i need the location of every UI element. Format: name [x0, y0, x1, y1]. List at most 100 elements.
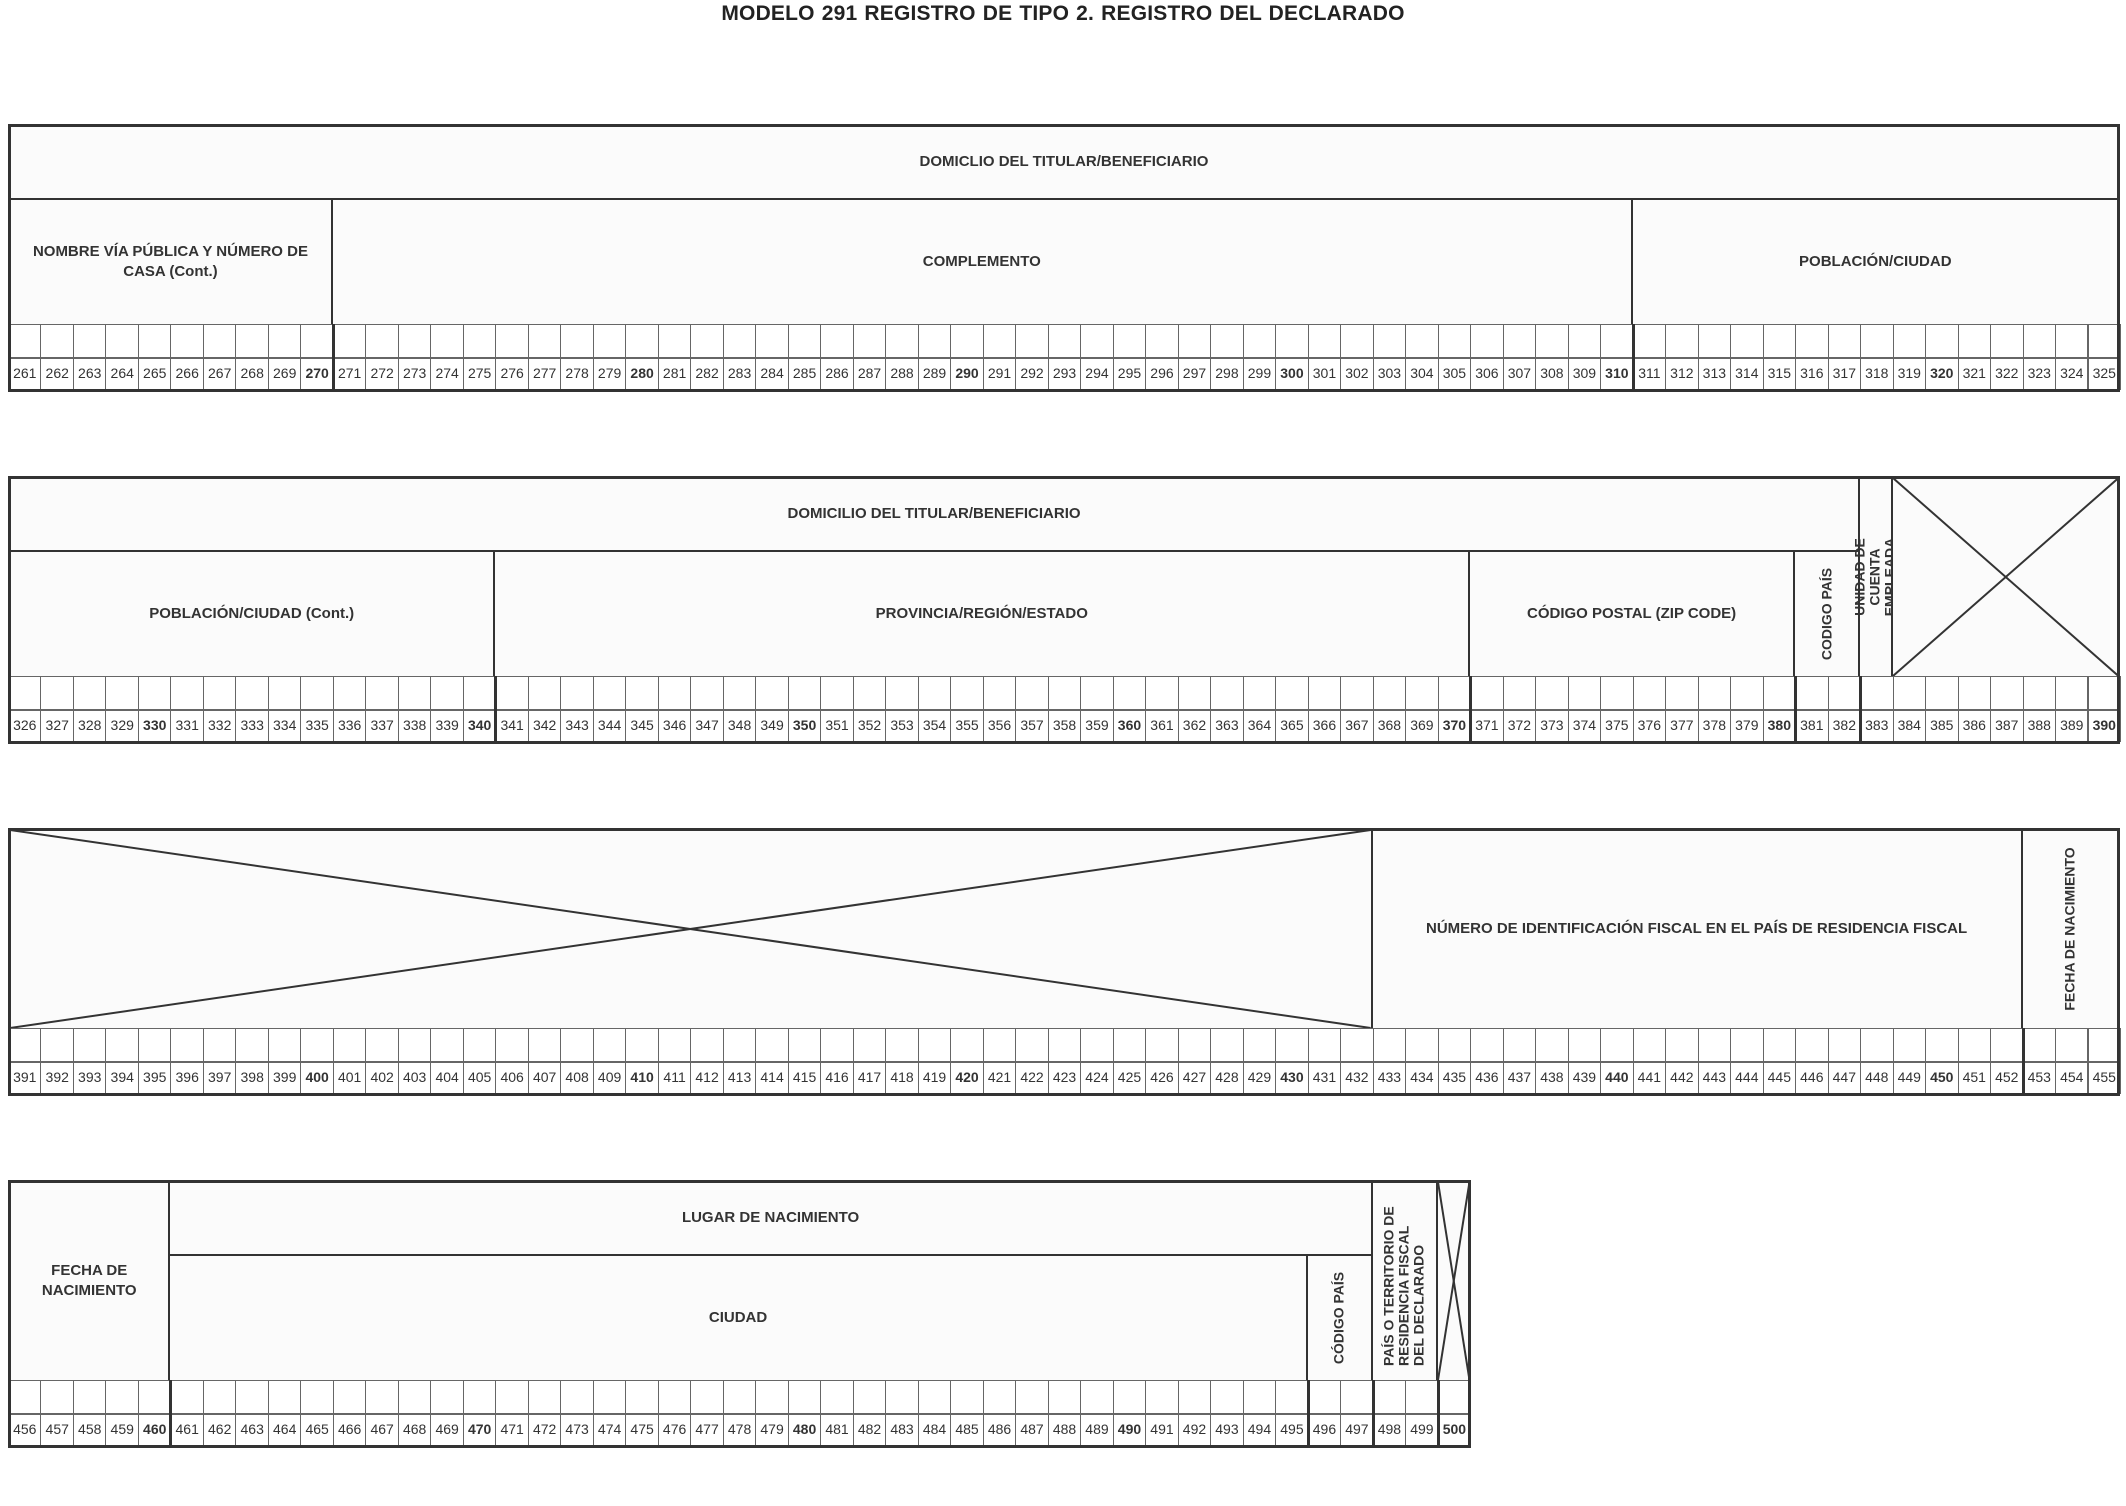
position-number: 498: [1372, 1414, 1407, 1446]
position-number: 444: [1730, 1062, 1764, 1094]
position-number: 471: [495, 1414, 529, 1446]
position-box: [1112, 1380, 1147, 1414]
position-number: 284: [755, 358, 789, 390]
position-number: 423: [1047, 1062, 1082, 1094]
field-separator: [1469, 676, 1473, 742]
position-number: 379: [1730, 710, 1764, 742]
position-box: [755, 1028, 789, 1062]
codigo-pais-header: CÓDIGO PAÍS: [1305, 1254, 1373, 1382]
position-box: [105, 1028, 139, 1062]
position-number: 271: [332, 358, 367, 390]
position-number: 490: [1112, 1414, 1147, 1446]
position-number: 428: [1210, 1062, 1244, 1094]
position-number: 414: [755, 1062, 789, 1094]
position-box: [852, 1028, 887, 1062]
position-number: 346: [657, 710, 692, 742]
position-box: [40, 676, 74, 710]
position-box: [1405, 676, 1439, 710]
position-number: 355: [950, 710, 984, 742]
position-box: [950, 1380, 984, 1414]
position-number: 338: [397, 710, 432, 742]
position-box: [1275, 1380, 1309, 1414]
position-number: 419: [917, 1062, 952, 1094]
position-number: 392: [40, 1062, 74, 1094]
position-box: [1372, 676, 1407, 710]
position-number: 288: [885, 358, 919, 390]
position-number: 275: [462, 358, 497, 390]
position-number: 477: [690, 1414, 724, 1446]
position-number: 290: [950, 358, 984, 390]
position-box: [2022, 324, 2056, 358]
pais-residencia-fiscal-label: PAÍS O TERRITORIO DE RESIDENCIA FISCAL D…: [1380, 1206, 1427, 1366]
position-box: [170, 1380, 204, 1414]
position-box: [170, 324, 204, 358]
fecha-nacimiento-cont-label: FECHA DE NACIMIENTO: [8, 1180, 171, 1382]
position-number: 473: [560, 1414, 594, 1446]
position-box: [495, 1028, 529, 1062]
position-number: 493: [1210, 1414, 1244, 1446]
complemento-label: COMPLEMENTO: [330, 198, 1633, 326]
position-number: 372: [1502, 710, 1537, 742]
position-number: 317: [1827, 358, 1862, 390]
position-number: 393: [72, 1062, 107, 1094]
position-number: 294: [1080, 358, 1114, 390]
position-box: [430, 1380, 464, 1414]
position-number: 448: [1860, 1062, 1894, 1094]
position-box: [1015, 1028, 1049, 1062]
position-number: 398: [235, 1062, 269, 1094]
position-number: 286: [820, 358, 854, 390]
fecha-nacimiento-header: FECHA DE NACIMIENTO: [2020, 828, 2120, 1030]
position-box: [1275, 676, 1309, 710]
position-box: [755, 1380, 789, 1414]
position-box: [137, 324, 172, 358]
position-box: [1177, 1028, 1212, 1062]
position-number: 358: [1047, 710, 1082, 742]
position-number: 322: [1990, 358, 2024, 390]
position-box: [1665, 1028, 1699, 1062]
position-number: 415: [787, 1062, 822, 1094]
position-box: [72, 676, 107, 710]
position-number: 468: [397, 1414, 432, 1446]
position-box: [527, 1028, 562, 1062]
position-number: 455: [2087, 1062, 2121, 1094]
position-box: [202, 1380, 237, 1414]
position-number: 488: [1047, 1414, 1082, 1446]
field-separator: [1436, 1380, 1440, 1446]
position-box: [202, 324, 237, 358]
position-number: 302: [1340, 358, 1374, 390]
position-box: [1502, 324, 1537, 358]
position-number: 339: [430, 710, 464, 742]
position-box: [1600, 324, 1634, 358]
position-box: [527, 1380, 562, 1414]
position-number: 497: [1340, 1414, 1374, 1446]
position-box: [1047, 676, 1082, 710]
codigo-postal-label: CÓDIGO POSTAL (ZIP CODE): [1468, 550, 1796, 678]
codigo-pais-header: CODIGO PAÍS: [1793, 550, 1861, 678]
position-number: 298: [1210, 358, 1244, 390]
position-box: [592, 1380, 627, 1414]
position-number: 297: [1177, 358, 1212, 390]
position-box: [1567, 324, 1602, 358]
position-number: 293: [1047, 358, 1082, 390]
position-number: 427: [1177, 1062, 1212, 1094]
position-box: [1470, 1028, 1504, 1062]
position-number: 375: [1600, 710, 1634, 742]
position-box: [560, 676, 594, 710]
crossed-out-area: [1890, 476, 2120, 678]
position-number: 354: [917, 710, 952, 742]
position-number: 395: [137, 1062, 172, 1094]
position-box: [1340, 324, 1374, 358]
position-number: 447: [1827, 1062, 1862, 1094]
position-box: [1210, 1380, 1244, 1414]
crossed-out-area: [8, 828, 1373, 1030]
position-box: [462, 1380, 497, 1414]
position-box: [137, 1380, 172, 1414]
position-box: [365, 324, 399, 358]
position-box: [430, 324, 464, 358]
position-number: 376: [1632, 710, 1667, 742]
position-box: [755, 676, 789, 710]
position-box: [8, 324, 42, 358]
position-number: 283: [722, 358, 757, 390]
